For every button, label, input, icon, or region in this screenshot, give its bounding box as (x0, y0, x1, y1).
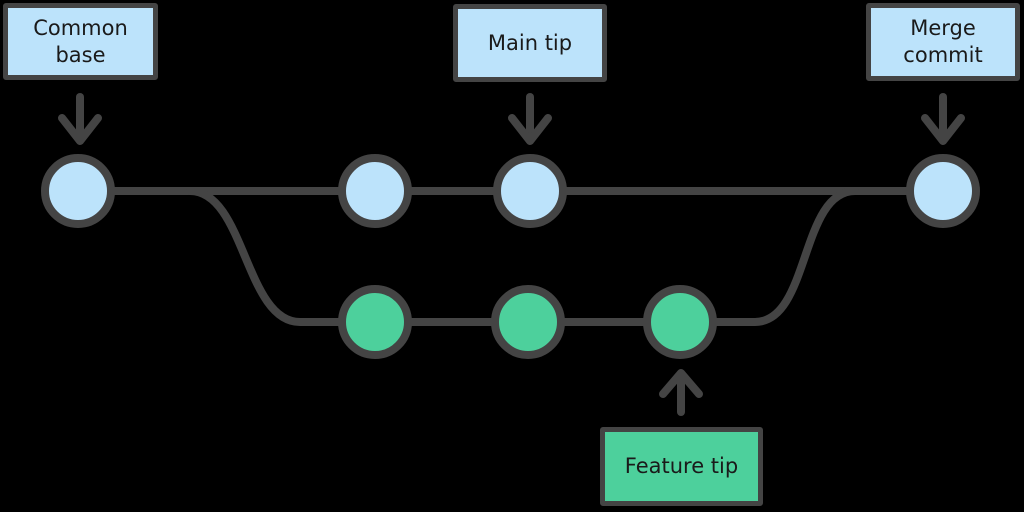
commit-node-main-1 (338, 154, 412, 228)
feature-tip-label: Feature tip (600, 427, 763, 506)
main-tip-label: Main tip (453, 4, 607, 82)
commit-node-feature-1 (338, 285, 412, 359)
feature-tip-label-text: Feature tip (624, 454, 739, 479)
common-base-label: Common base (3, 3, 158, 80)
commit-node-merge (906, 154, 980, 228)
commit-node-common-base (41, 154, 115, 228)
merge-commit-label: Merge commit (866, 3, 1020, 81)
commit-node-feature-2 (491, 285, 565, 359)
merge-commit-label-text: Merge commit (903, 16, 983, 67)
main-tip-label-text: Main tip (487, 30, 573, 55)
common-base-label-text: Common base (33, 15, 128, 67)
commit-node-main-tip (493, 154, 567, 228)
arrow-common-base (58, 93, 102, 145)
arrow-merge-commit (921, 93, 965, 145)
arrow-main-tip (508, 93, 552, 145)
arrow-feature-tip (659, 369, 703, 416)
commit-node-feature-tip (643, 285, 717, 359)
